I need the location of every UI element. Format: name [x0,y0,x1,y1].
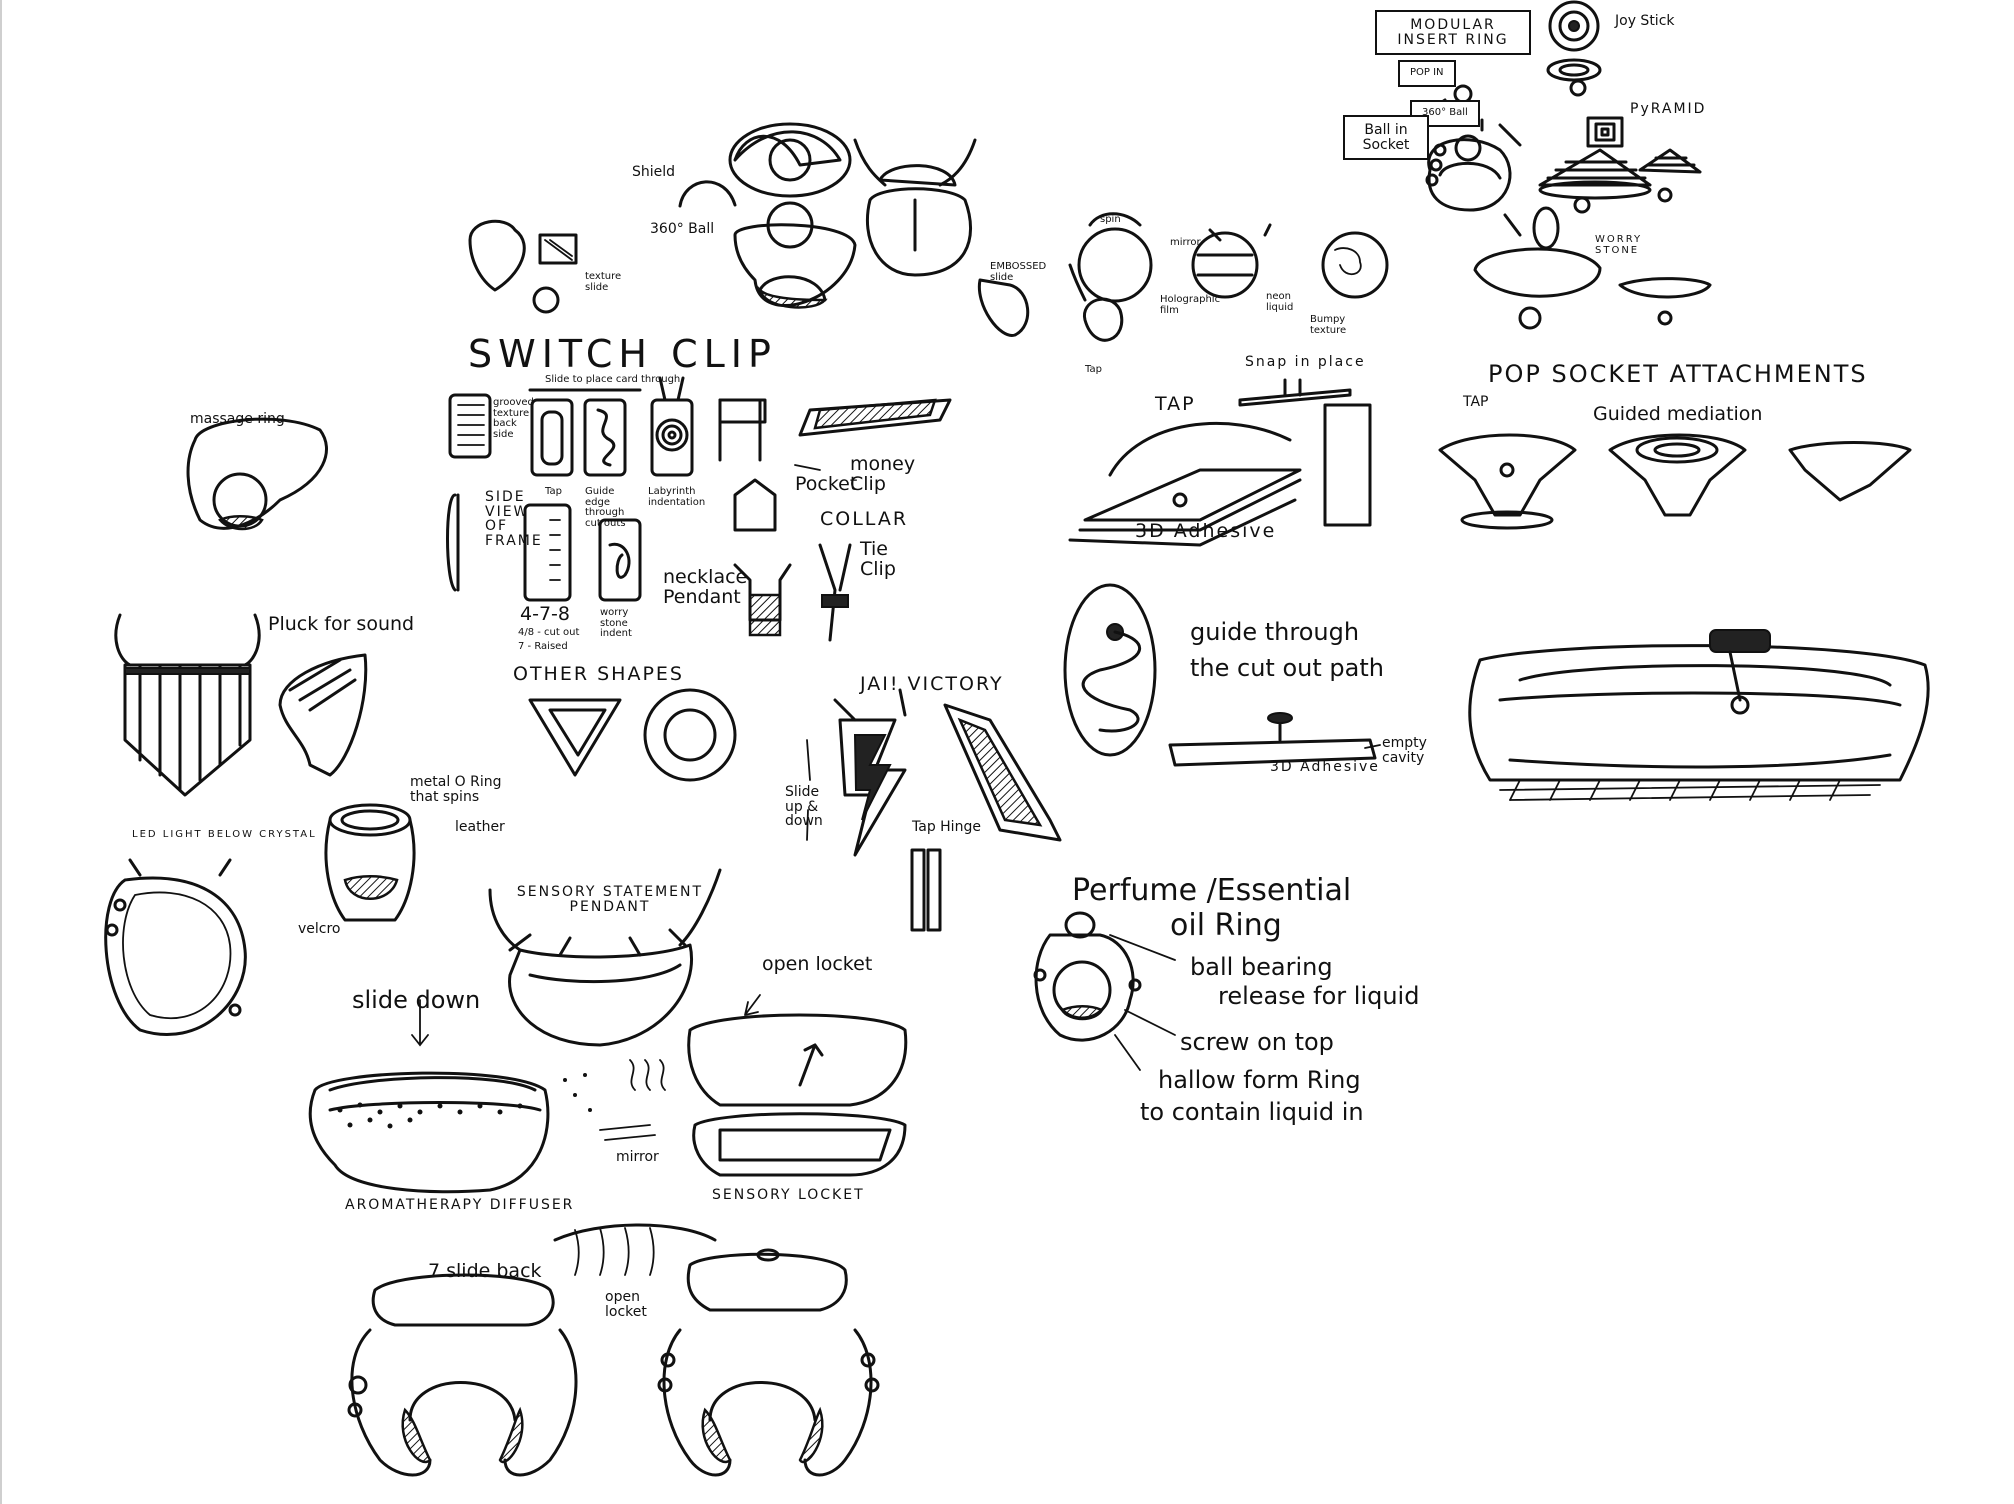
tap-hinge-label: Tap Hinge [912,819,981,835]
pluck-pendant-sketch [114,613,368,797]
spin-label: spin [1100,214,1121,225]
guide-through-sketch [1063,583,1377,767]
pendant-bar-sketch [1468,629,1930,801]
pyramid-sketch [1538,116,1702,214]
sensory-pendant-sketch [488,868,722,1047]
labyrinth-label: Labyrinth indentation [648,486,706,508]
bumpy-texture-label: Bumpy texture [1310,314,1347,336]
perfume-title-line2: oil Ring [1170,908,1282,943]
jai-victory-sketch [833,688,1062,932]
leather-label: leather [455,819,505,835]
slide-to-place-label: Slide to place card through [545,374,681,385]
empty-cavity-label: empty cavity [1382,735,1427,766]
velcro-label: velcro [298,921,341,937]
open-locket-label: open locket [762,953,873,975]
worry-stone-ring-sketch [1473,206,1712,330]
guide-edge-label: Guide edge through cut outs [585,486,626,529]
mirror-b-label: mirror [616,1149,659,1165]
perfume-ring-sketch [1033,911,1176,1071]
ball-bearing-line2: release for liquid [1218,982,1420,1010]
led-light-label: LED LIGHT BELOW CRYSTAL [132,829,317,840]
code-cutout-label: 4/8 - cut out [518,627,580,638]
neon-liquid-label: neon liquid [1266,291,1294,313]
guided-meditation-label: Guided mediation [1593,403,1763,425]
aromatherapy-diffuser-sketch [308,1059,666,1194]
annotation-arrows [411,464,1381,1047]
pocket-label: Pocket [795,473,858,495]
code-raised-label: 7 - Raised [518,641,568,652]
guide-through-line1: guide through [1190,618,1360,646]
switch-clip-title: SWITCH CLIP [468,332,777,376]
slide-ring-sketch [468,219,578,314]
spinner-rings-sketch [977,212,1389,342]
sensory-locket-label: SENSORY LOCKET [712,1187,865,1203]
joystick-sketch [1546,0,1602,97]
tap-pop-label: TAP [1463,394,1489,410]
ball-in-socket-label: Ball in Socket [1343,115,1429,161]
pop-socket-title: POP SOCKET ATTACHMENTS [1488,360,1868,388]
tap-a-label: Tap [545,486,562,497]
pocket-collar-sketch [718,398,952,642]
other-shapes-label: OTHER SHAPES [513,663,684,685]
collar-label: COLLAR [820,508,909,530]
necklace-pendant-label: necklace Pendant [663,566,748,608]
metal-o-ring-sketch [324,803,416,922]
pluck-for-sound-label: Pluck for sound [268,613,415,635]
joy-stick-label: Joy Stick [1615,13,1675,29]
tap-small-label: Tap [1085,364,1102,375]
switch-clip-cards [446,376,694,602]
snap-in-place-label: Snap in place [1245,354,1366,370]
screw-on-top-label: screw on top [1180,1028,1334,1056]
pop-socket-sketch [1438,433,1912,530]
jai-victory-label: JAI! VICTORY [860,673,1004,695]
hollow-line1: hallow form Ring [1158,1066,1361,1094]
shield-ring-sketch [678,122,857,309]
metal-o-ring-label: metal O Ring that spins [410,774,502,805]
open-locket-b-label: open locket [605,1289,647,1320]
adhesive-3d-b-label: 3D Adhesive [1270,759,1380,775]
mirror-label: mirror [1170,237,1201,248]
money-clip-label: money Clip [850,453,916,495]
massage-ring-label: massage ring [190,411,285,427]
slide-back-ring-sketch [347,1223,717,1477]
slide-up-down-label: Slide up & down [785,784,823,830]
massage-ring-sketch [186,417,328,531]
other-shapes-sketch [528,688,737,782]
grooved-texture-label: grooved texture back side [493,397,534,440]
led-crystal-sketch [104,858,247,1036]
worry-stone-indent-label: worry stone indent [600,607,632,639]
side-view-frame-label: SIDE VIEW OF FRAME [485,489,543,550]
shield-label: Shield [632,164,676,180]
guide-through-line2: the cut out path [1190,654,1384,682]
sensory-pendant-label: SENSORY STATEMENT PENDANT [516,884,704,915]
perfume-title-line1: Perfume /Essential [1072,873,1352,908]
pendant-dome-sketch [853,138,977,277]
slide-back-label: 7 slide back [428,1260,542,1282]
hollow-line2: to contain liquid in [1140,1098,1364,1126]
modular-insert-ring-label: MODULAR INSERT RING [1375,10,1531,56]
aromatherapy-label: AROMATHERAPY DIFFUSER [345,1197,575,1213]
ball-bearing-line1: ball bearing [1190,953,1333,981]
open-locket-ring-sketch [657,1248,880,1477]
code-478-label: 4-7-8 [520,603,570,625]
tap-large-label: TAP [1155,393,1196,415]
holographic-film-label: Holographic film [1160,294,1221,316]
sensory-locket-sketch [687,1013,908,1177]
worry-stone-label: WORRY STONE [1595,234,1643,256]
slide-down-label: slide down [352,986,481,1014]
ball-360-small-label: 360° Ball [650,221,715,237]
pop-in-label: POP IN [1398,60,1456,87]
emboss-slide-label: EMBOSSED slide [990,261,1047,283]
snap-adhesive-sketch [1068,378,1372,547]
texture-slide-label: texture slide [585,271,622,293]
tie-clip-label: Tie Clip [860,538,896,580]
adhesive-3d-label: 3D Adhesive [1135,520,1277,542]
pyramid-label: PyRAMID [1630,101,1707,117]
